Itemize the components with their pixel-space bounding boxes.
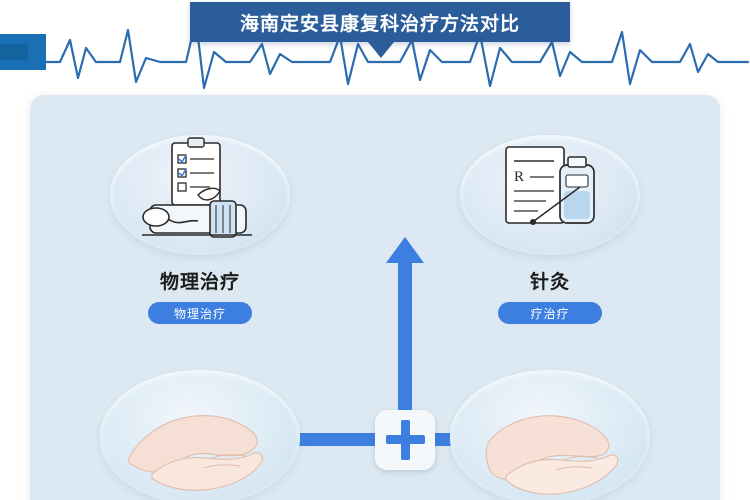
left-accent-block-dark	[0, 44, 28, 60]
item-tag-acupuncture: 疗治疗	[498, 302, 602, 324]
page-title: 海南定安县康复科治疗方法对比	[239, 13, 520, 35]
item-label-acupuncture: 针灸	[529, 272, 570, 293]
item-label-physical-therapy: 物理治疗	[159, 272, 240, 293]
medical-cross-icon	[375, 410, 435, 470]
nebulizer-checklist-icon	[110, 135, 290, 255]
title-banner: 海南定安县康复科治疗方法对比	[190, 2, 570, 42]
title-banner-pointer	[368, 42, 394, 58]
quadrant-acupuncture[interactable]: R 针灸 疗治疗	[425, 135, 675, 324]
massage-hands-icon	[100, 370, 300, 500]
quadrant-hands-left[interactable]	[75, 370, 325, 500]
content-panel-inner: 物理治疗 物理治疗 R	[30, 95, 720, 500]
massage-hands-icon	[450, 370, 650, 500]
arrow-up-icon	[386, 237, 424, 263]
heartbeat-line-icon	[18, 18, 750, 90]
content-panel: 物理治疗 物理治疗 R	[30, 95, 720, 500]
prescription-bottle-icon: R	[460, 135, 640, 255]
item-tag-physical-therapy: 物理治疗	[148, 302, 252, 324]
quadrant-physical-therapy[interactable]: 物理治疗 物理治疗	[75, 135, 325, 324]
quadrant-hands-right[interactable]	[425, 370, 675, 500]
svg-text:R: R	[514, 169, 524, 185]
